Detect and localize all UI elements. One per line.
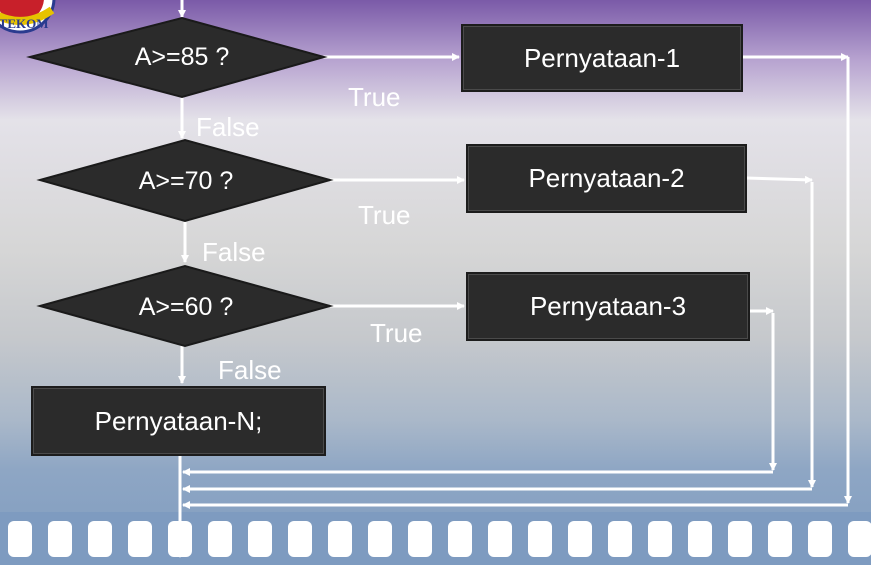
filmstrip-hole [568, 521, 592, 557]
statement-box-3: Pernyataan-3 [466, 272, 750, 341]
filmstrip-hole [728, 521, 752, 557]
filmstrip-hole [688, 521, 712, 557]
decision-text-85: A>=85 ? [134, 42, 230, 71]
filmstrip-hole [648, 521, 672, 557]
true-label-1: True [348, 82, 401, 112]
decision-diamond-60 [36, 264, 334, 348]
filmstrip-hole [528, 521, 552, 557]
filmstrip-hole [48, 521, 72, 557]
false-label-1: False [196, 112, 260, 142]
statement-box-1: Pernyataan-1 [461, 24, 743, 92]
filmstrip-hole [328, 521, 352, 557]
true-label-2: True [358, 200, 411, 230]
filmstrip-hole [608, 521, 632, 557]
filmstrip-hole [408, 521, 432, 557]
filmstrip-hole [448, 521, 472, 557]
decision-text-60: A>=60 ? [138, 292, 234, 321]
filmstrip-hole [288, 521, 312, 557]
decision-diamond-70 [36, 138, 334, 223]
false-label-2: False [202, 237, 266, 267]
filmstrip-hole [768, 521, 792, 557]
filmstrip-hole [128, 521, 152, 557]
logo-text: STEKOM [0, 16, 49, 31]
university-seal-logo: STEKOM [0, 0, 56, 34]
filmstrip-hole [368, 521, 392, 557]
filmstrip-hole [808, 521, 832, 557]
filmstrip-hole [848, 521, 871, 557]
filmstrip-hole [88, 521, 112, 557]
decision-diamond-85 [26, 16, 328, 99]
filmstrip-hole [488, 521, 512, 557]
exit-arrow-2 [745, 175, 813, 184]
filmstrip-hole [208, 521, 232, 557]
decision-text-70: A>=70 ? [138, 166, 234, 195]
statement-box-n: Pernyataan-N; [31, 386, 326, 456]
false-label-3: False [218, 355, 282, 385]
filmstrip-hole [8, 521, 32, 557]
statement-box-2: Pernyataan-2 [466, 144, 747, 213]
true-label-3: True [370, 318, 423, 348]
filmstrip-hole [248, 521, 272, 557]
